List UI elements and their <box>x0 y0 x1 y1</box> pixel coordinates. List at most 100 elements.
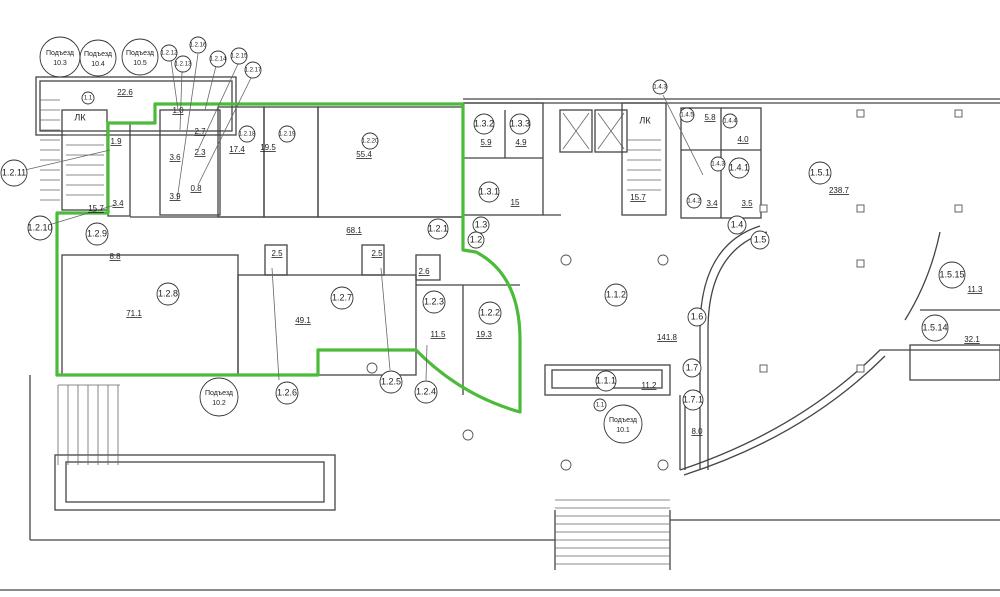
room-marker: 1.1.2 <box>604 283 628 307</box>
svg-text:1.2.1: 1.2.1 <box>428 223 448 233</box>
svg-text:1.2.5: 1.2.5 <box>381 376 401 386</box>
svg-text:1.1.2: 1.1.2 <box>606 289 626 299</box>
svg-text:10.5: 10.5 <box>133 60 147 67</box>
area-label: 2.6 <box>418 267 430 276</box>
area-label: 11.3 <box>968 285 984 294</box>
elevator-label: ЛК <box>639 115 651 125</box>
room-marker: 1.4.1 <box>728 157 750 179</box>
area-label: 1.9 <box>110 137 122 146</box>
svg-text:1.3.2: 1.3.2 <box>474 118 494 128</box>
columns <box>366 109 963 471</box>
area-label: 1.0 <box>172 106 184 115</box>
svg-text:1.4: 1.4 <box>731 219 744 229</box>
entrance-marker: Подъезд 10.5 <box>121 38 159 76</box>
room-marker: 1.2.12 <box>160 44 178 62</box>
svg-text:10.3: 10.3 <box>53 60 67 67</box>
room-marker: 1.7.1 <box>682 389 704 411</box>
svg-text:1.4.1: 1.4.1 <box>729 162 749 172</box>
svg-text:1.2.12: 1.2.12 <box>161 51 178 57</box>
walls <box>0 76 1000 591</box>
svg-text:1.2.20: 1.2.20 <box>362 139 379 145</box>
room-marker: 1.2.11 <box>0 159 28 187</box>
room-marker: 1.3.3 <box>509 113 531 135</box>
svg-text:1.2.19: 1.2.19 <box>279 132 296 138</box>
room-marker: 1.2.13 <box>174 55 192 73</box>
room-marker: 1.2.14 <box>209 50 227 68</box>
room-marker: 1.4 <box>727 215 747 235</box>
room-marker: 1.2.16 <box>189 36 207 54</box>
svg-text:1.4.5: 1.4.5 <box>680 113 694 119</box>
room-marker: 1.5.14 <box>921 314 949 342</box>
room-marker: 1.1 <box>593 398 607 412</box>
svg-text:1.2.11: 1.2.11 <box>2 167 26 177</box>
svg-text:1.2.3: 1.2.3 <box>424 296 444 306</box>
area-label: 0.8 <box>190 184 202 193</box>
svg-text:1.2.13: 1.2.13 <box>175 62 192 68</box>
svg-text:1.5.14: 1.5.14 <box>922 322 947 332</box>
svg-text:1.3.1: 1.3.1 <box>479 186 499 196</box>
room-marker: 1.4.5 <box>679 107 695 123</box>
area-label: 55.4 <box>356 150 372 159</box>
area-label: 8.0 <box>691 427 703 436</box>
area-label: 5.9 <box>480 138 492 147</box>
svg-text:10.2: 10.2 <box>212 400 226 407</box>
area-label: 49.1 <box>295 316 311 325</box>
area-label: 11.5 <box>431 330 447 339</box>
area-label: 3.4 <box>112 199 124 208</box>
area-label: 15.7 <box>88 204 104 213</box>
area-label: 3.5 <box>741 199 753 208</box>
room-marker: 1.2.19 <box>278 125 296 143</box>
area-label: 2.3 <box>194 148 206 157</box>
area-label: 2.7 <box>194 127 206 136</box>
svg-text:10.4: 10.4 <box>91 61 105 68</box>
room-marker: 1.7 <box>682 358 702 378</box>
room-marker: 1.3.1 <box>478 181 500 203</box>
room-marker: 1.2.10 <box>27 215 53 241</box>
room-marker: 1.4.4 <box>722 113 738 129</box>
svg-text:1.1: 1.1 <box>84 96 93 102</box>
room-marker: 1.3 <box>472 216 490 234</box>
leader-lines <box>24 53 704 381</box>
svg-text:1.2.6: 1.2.6 <box>277 387 297 397</box>
area-label: 68.1 <box>346 226 362 235</box>
svg-text:1.3: 1.3 <box>475 219 488 229</box>
room-marker: 1.2.3 <box>422 290 446 314</box>
room-marker: 1.2.17 <box>244 61 262 79</box>
svg-text:1.2.7: 1.2.7 <box>332 292 352 302</box>
area-label: 15.7 <box>630 193 646 202</box>
svg-text:1.2.10: 1.2.10 <box>27 222 52 232</box>
svg-text:1.2.4: 1.2.4 <box>416 386 436 396</box>
svg-text:Подъезд: Подъезд <box>126 50 154 57</box>
area-label: 3.4 <box>706 199 718 208</box>
svg-text:1.1.1: 1.1.1 <box>596 375 616 385</box>
room-marker: 1.2.8 <box>156 282 180 306</box>
area-label: 19.5 <box>260 143 276 152</box>
area-label: 22.6 <box>117 88 133 97</box>
room-marker: 1.4.3 <box>710 156 726 172</box>
highlighted-premises-outline <box>55 102 522 414</box>
entrance-marker: Подъезд 10.4 <box>79 39 117 77</box>
svg-text:Подъезд: Подъезд <box>46 50 74 57</box>
area-label: 11.2 <box>642 381 658 390</box>
room-marker: 1.5.15 <box>938 261 966 289</box>
svg-text:1.5.15: 1.5.15 <box>939 269 964 279</box>
svg-text:1.2.15: 1.2.15 <box>231 54 248 60</box>
area-label: 238.7 <box>829 186 850 195</box>
svg-text:1.5: 1.5 <box>754 234 767 244</box>
svg-text:1.5.1: 1.5.1 <box>810 167 830 177</box>
svg-text:1.2.18: 1.2.18 <box>239 132 256 138</box>
room-marker: 1.2.18 <box>238 125 256 143</box>
room-marker: 1.3.2 <box>473 113 495 135</box>
room-marker: 1.2 <box>467 231 485 249</box>
svg-text:1.4.3: 1.4.3 <box>711 162 725 168</box>
svg-text:1.2.8: 1.2.8 <box>158 288 178 298</box>
area-label: 4.9 <box>515 138 527 147</box>
room-marker: 1.2.5 <box>379 370 403 394</box>
room-marker: 1.2.20 <box>361 132 379 150</box>
svg-text:Подъезд: Подъезд <box>84 51 112 58</box>
area-label: 2.5 <box>271 249 283 258</box>
room-id-markers: 1.1 1.2.11 1.2.10 1.2.9 1.2.8 1.2.7 1.2.… <box>0 36 966 412</box>
